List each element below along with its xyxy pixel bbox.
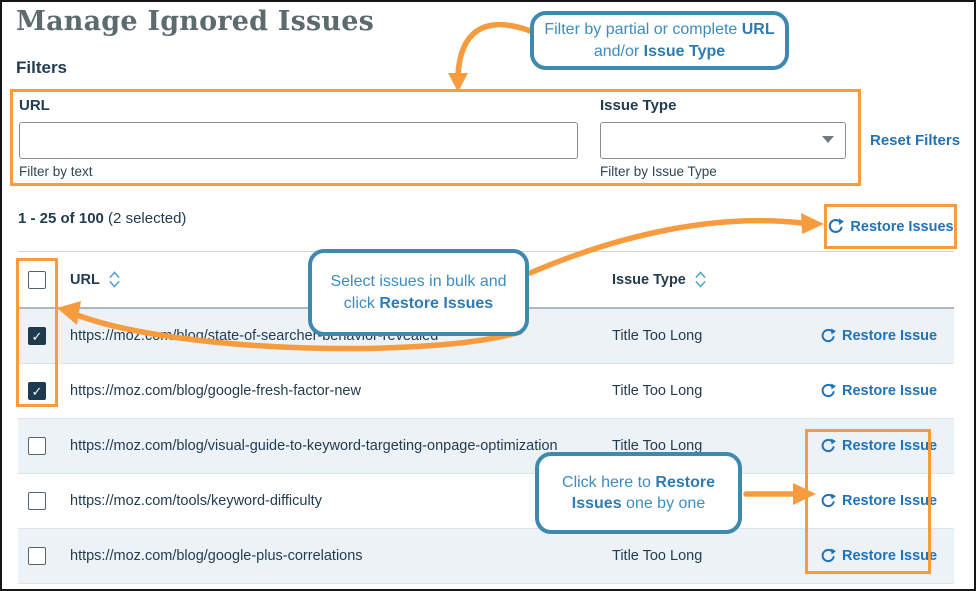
page-title: Manage Ignored Issues bbox=[16, 6, 375, 37]
url-filter-label: URL bbox=[19, 97, 50, 114]
row-checkbox[interactable]: ✓ bbox=[28, 327, 46, 345]
issue-type-column-header[interactable]: Issue Type bbox=[612, 270, 820, 289]
issue-type-filter-caption: Filter by Issue Type bbox=[600, 164, 717, 179]
url-column-header[interactable]: URL bbox=[70, 270, 612, 289]
row-url: https://moz.com/blog/google-plus-correla… bbox=[70, 548, 363, 564]
row-issue-type: Title Too Long bbox=[612, 328, 703, 344]
issue-type-filter-select[interactable] bbox=[600, 122, 846, 159]
issue-type-filter-label: Issue Type bbox=[600, 97, 677, 114]
restore-issue-label: Restore Issue bbox=[842, 493, 938, 509]
url-filter-caption: Filter by text bbox=[19, 164, 93, 179]
issue-type-header-label: Issue Type bbox=[612, 271, 686, 288]
restore-issue-label: Restore Issue bbox=[842, 438, 938, 454]
filters-highlight-box: URL Filter by text Issue Type Filter by … bbox=[10, 89, 861, 186]
table-row: ✓ https://moz.com/blog/google-plus-corre… bbox=[18, 529, 954, 584]
restore-issue-label: Restore Issue bbox=[842, 328, 938, 344]
table-body: ✓ https://moz.com/blog/state-of-searcher… bbox=[18, 309, 954, 584]
restore-issues-label: Restore Issues bbox=[850, 218, 954, 235]
row-checkbox[interactable]: ✓ bbox=[28, 547, 46, 565]
row-checkbox[interactable]: ✓ bbox=[28, 492, 46, 510]
restore-issue-link[interactable]: Restore Issue bbox=[820, 548, 937, 564]
refresh-icon bbox=[821, 383, 836, 398]
filters-heading: Filters bbox=[16, 58, 68, 77]
row-url: https://moz.com/blog/google-fresh-factor… bbox=[70, 383, 361, 399]
restore-issue-link[interactable]: Restore Issue bbox=[820, 383, 937, 399]
select-all-checkbox[interactable]: ✓ bbox=[28, 270, 46, 289]
refresh-icon bbox=[821, 328, 836, 343]
single-restore-callout: Click here to Restore Issues one by one bbox=[535, 452, 742, 534]
sort-icon[interactable] bbox=[107, 270, 122, 289]
row-checkbox[interactable]: ✓ bbox=[28, 382, 46, 400]
refresh-icon bbox=[821, 493, 836, 508]
table-row: ✓ https://moz.com/tools/keyword-difficul… bbox=[18, 474, 954, 529]
url-filter-input[interactable] bbox=[19, 122, 578, 159]
row-checkbox[interactable]: ✓ bbox=[28, 437, 46, 455]
result-count: 1 - 25 of 100 (2 selected) bbox=[18, 210, 186, 227]
filter-callout: Filter by partial or complete URL and/or… bbox=[530, 11, 789, 70]
refresh-icon bbox=[829, 218, 845, 234]
count-selected: (2 selected) bbox=[103, 210, 187, 227]
restore-issue-link[interactable]: Restore Issue bbox=[820, 328, 937, 344]
row-issue-type: Title Too Long bbox=[612, 438, 703, 454]
row-issue-type: Title Too Long bbox=[612, 548, 703, 564]
sort-icon[interactable] bbox=[693, 270, 708, 289]
chevron-down-icon bbox=[822, 136, 834, 143]
restore-issues-button[interactable]: Restore Issues bbox=[824, 204, 957, 249]
refresh-icon bbox=[821, 548, 836, 563]
row-issue-type: Title Too Long bbox=[612, 383, 703, 399]
table-row: ✓ https://moz.com/blog/visual-guide-to-k… bbox=[18, 419, 954, 474]
restore-issue-label: Restore Issue bbox=[842, 383, 938, 399]
restore-issue-link[interactable]: Restore Issue bbox=[820, 493, 937, 509]
arrow-to-filters bbox=[455, 21, 536, 79]
row-url: https://moz.com/tools/keyword-difficulty bbox=[70, 493, 322, 509]
count-range: 1 - 25 of 100 bbox=[18, 210, 104, 227]
restore-issue-label: Restore Issue bbox=[842, 548, 938, 564]
bulk-restore-callout: Select issues in bulk and click Restore … bbox=[308, 249, 529, 336]
restore-issue-link[interactable]: Restore Issue bbox=[820, 438, 937, 454]
refresh-icon bbox=[821, 438, 836, 453]
row-url: https://moz.com/blog/visual-guide-to-key… bbox=[70, 438, 558, 454]
url-header-label: URL bbox=[70, 271, 100, 288]
reset-filters-link[interactable]: Reset Filters bbox=[870, 132, 961, 149]
table-row: ✓ https://moz.com/blog/google-fresh-fact… bbox=[18, 364, 954, 419]
